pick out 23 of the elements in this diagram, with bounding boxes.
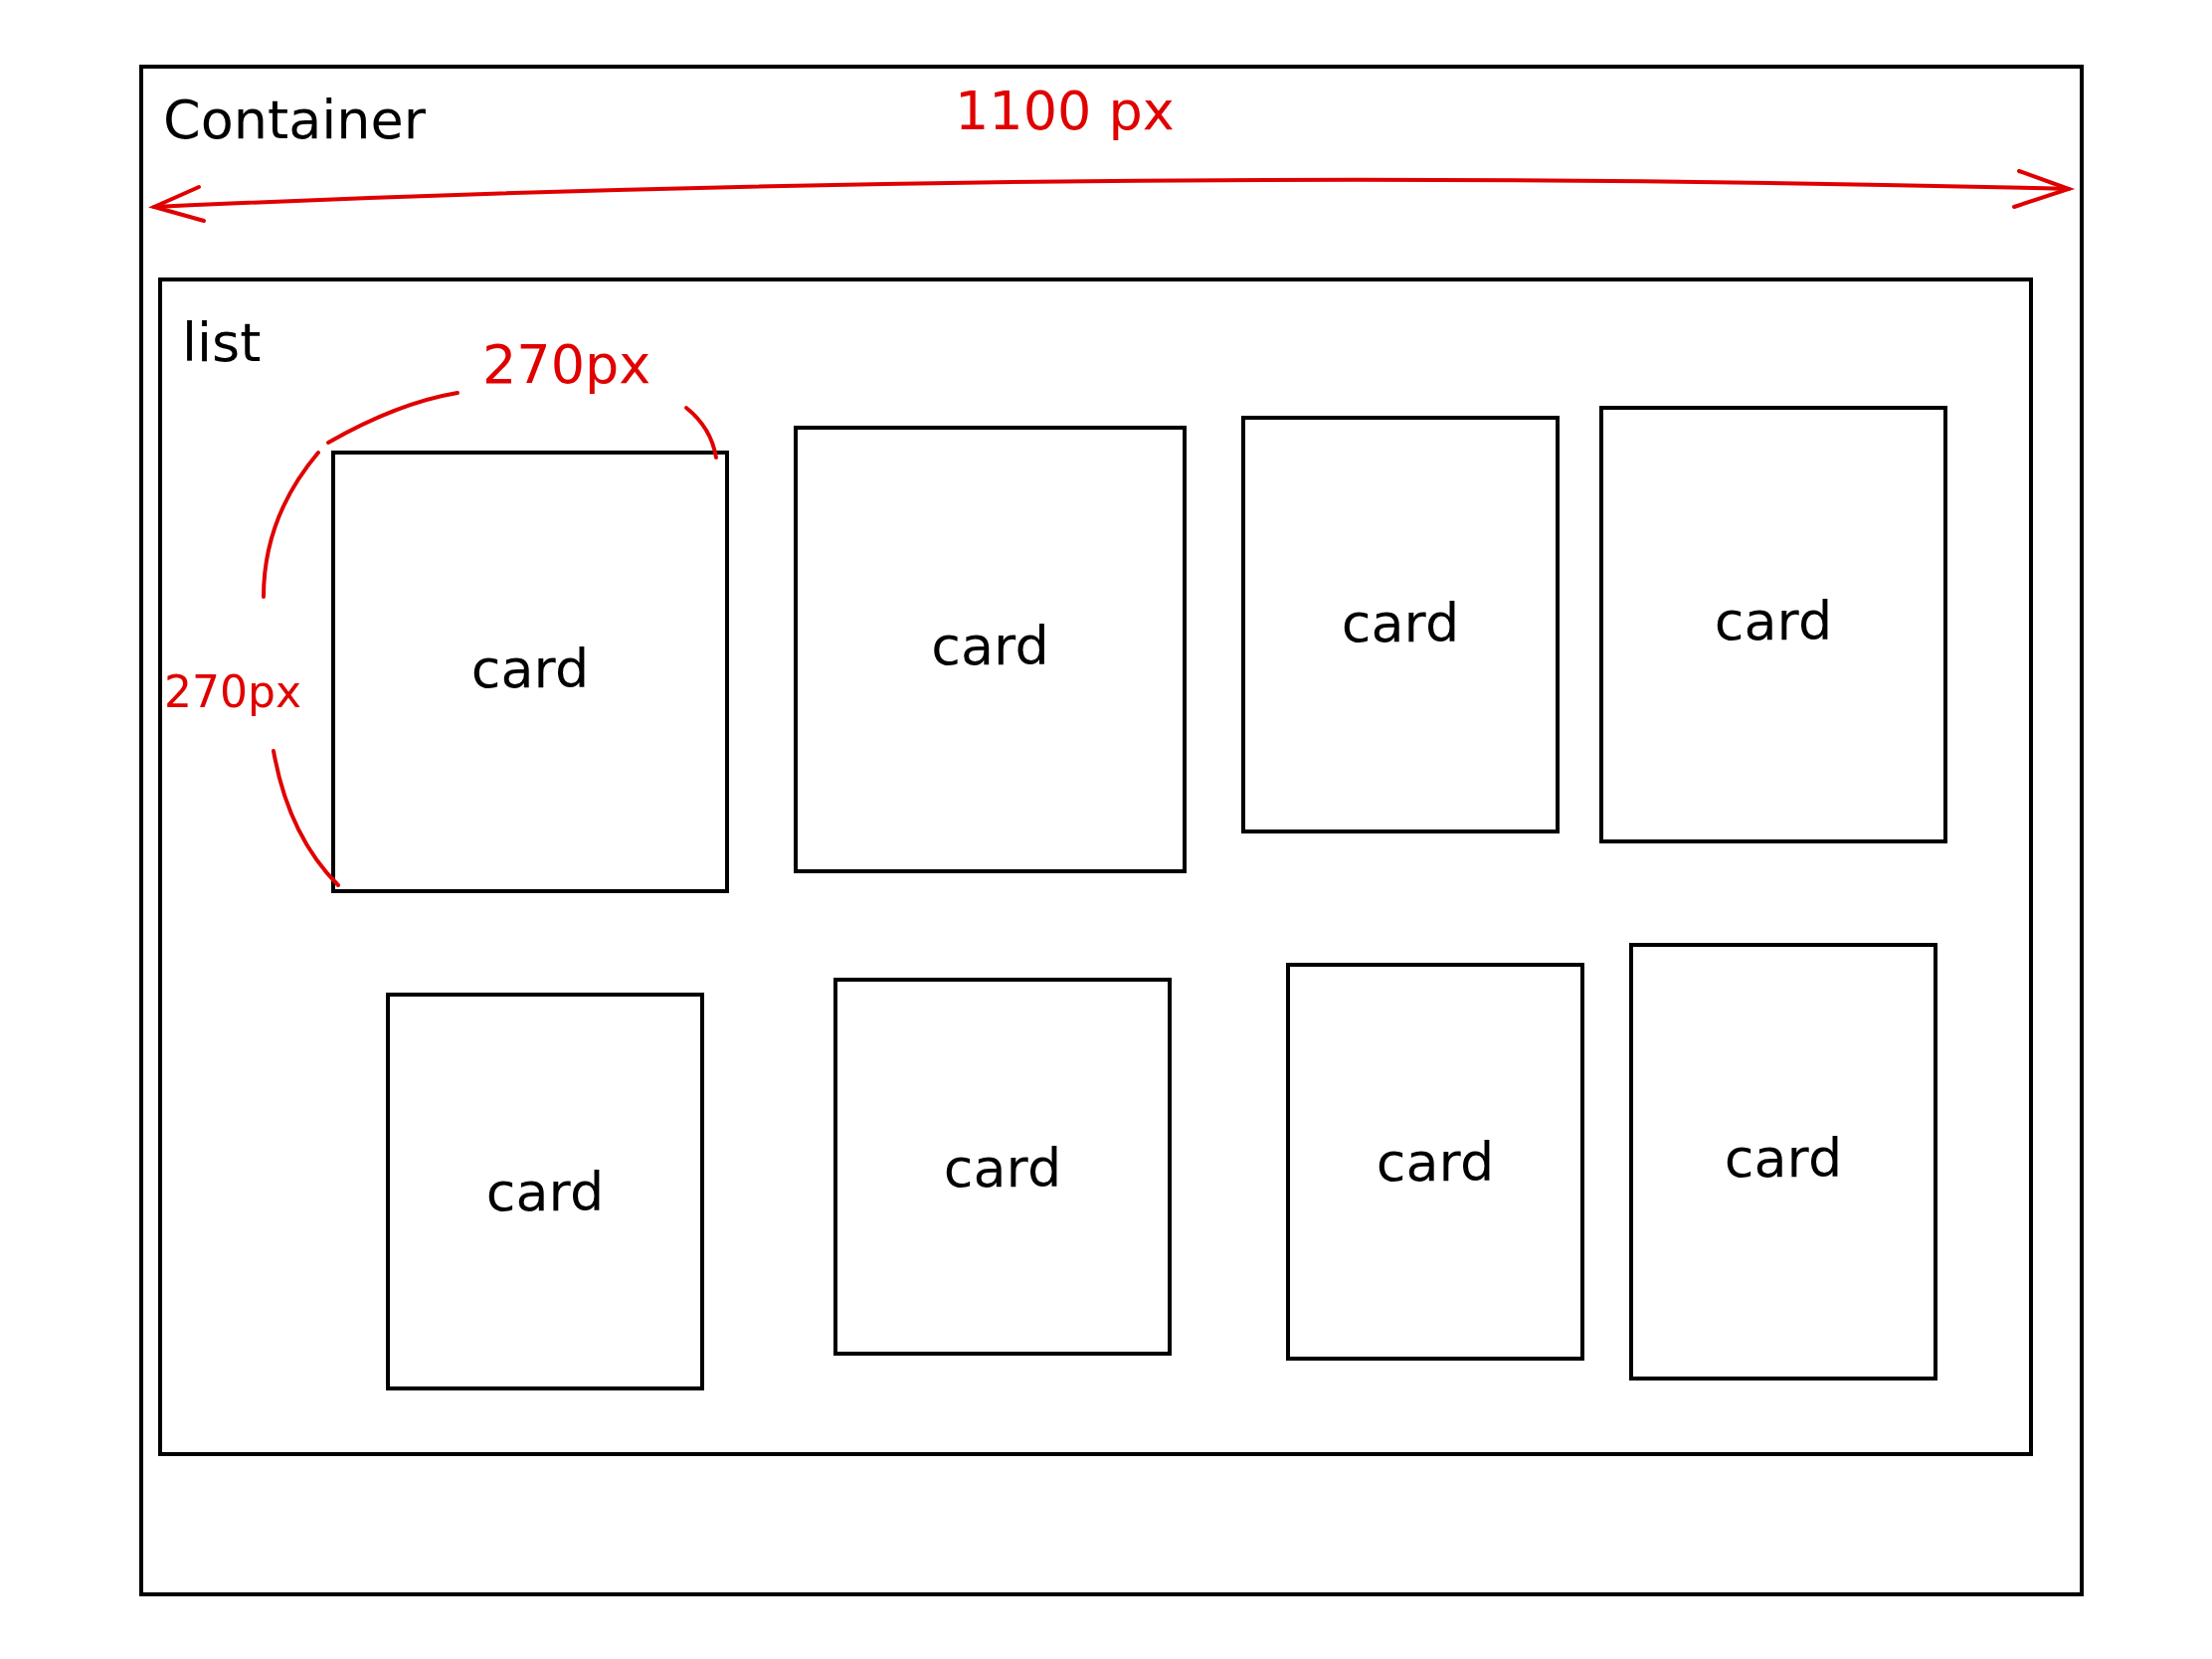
card-box (1286, 963, 1584, 1361)
list-box (158, 277, 2033, 1456)
dimension-label: 270px (482, 333, 651, 396)
list-title: list (182, 311, 262, 374)
card-label: card (1713, 590, 1834, 653)
card-box (1599, 406, 1947, 843)
card-box (331, 451, 729, 893)
card-box (1629, 943, 1937, 1381)
card-label: card (1340, 592, 1461, 655)
card-label: card (484, 1160, 606, 1223)
card-box (833, 978, 1172, 1356)
card-label: card (1375, 1130, 1496, 1194)
card-box (1241, 416, 1560, 833)
card-box (386, 993, 704, 1390)
container-box (139, 65, 2084, 1596)
container-title: Container (163, 89, 426, 151)
card-label: card (1723, 1127, 1844, 1191)
card-box (794, 426, 1187, 873)
dimension-label: 1100 px (955, 80, 1175, 142)
card-label: card (930, 614, 1050, 677)
card-label: card (942, 1137, 1063, 1200)
dimension-label: 270px (164, 666, 301, 717)
card-label: card (469, 637, 591, 700)
